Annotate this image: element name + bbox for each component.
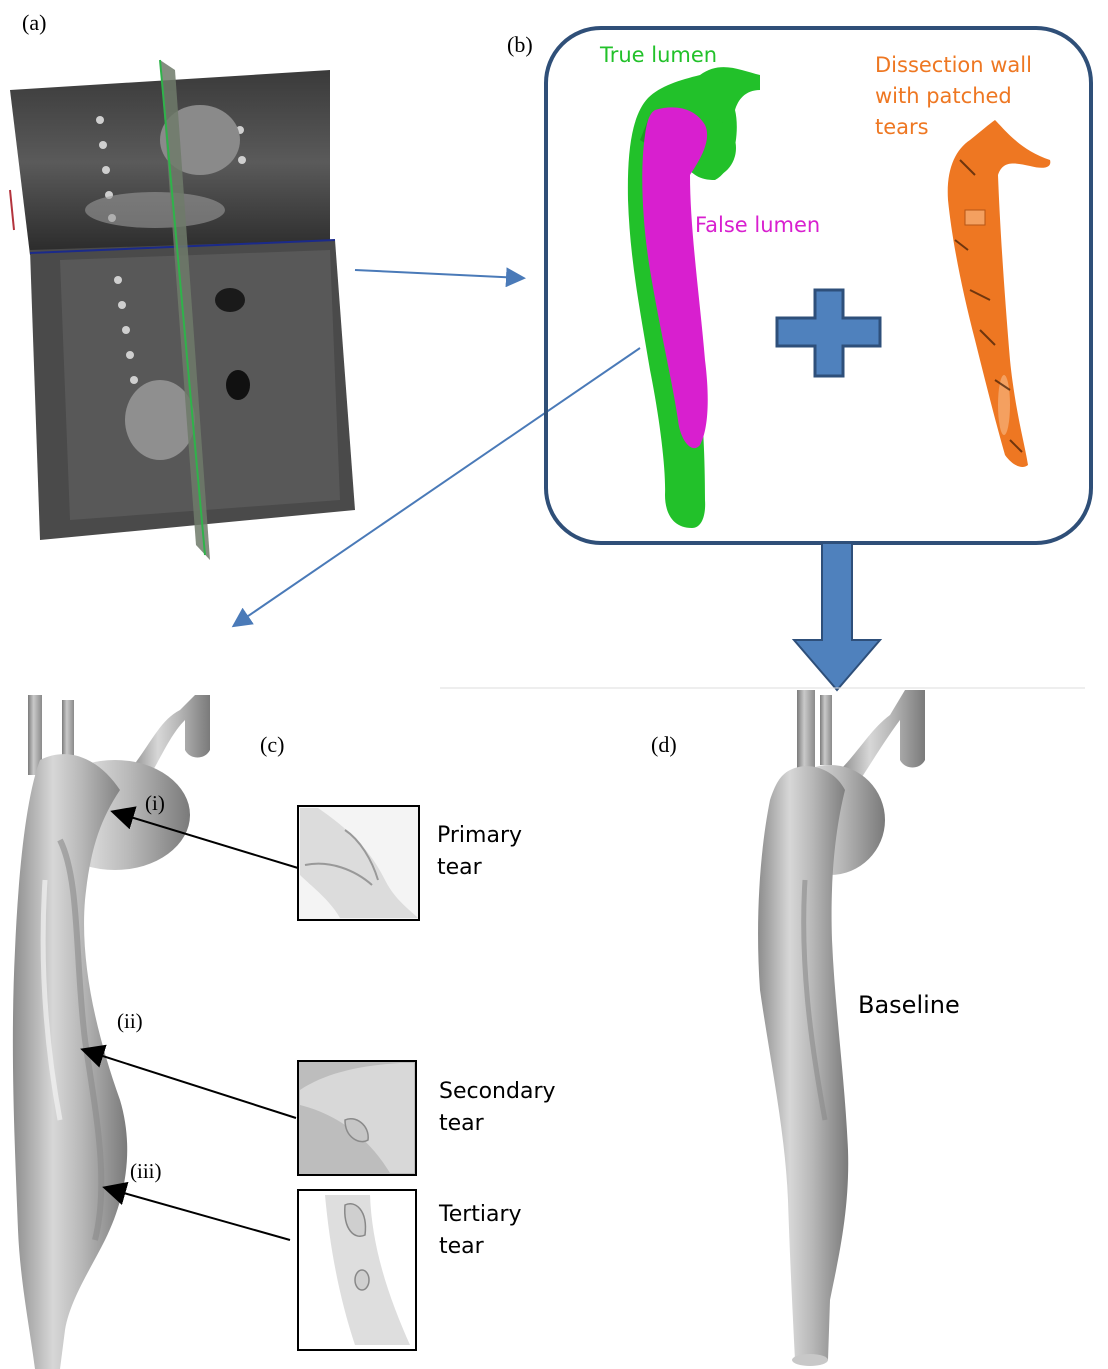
marker-iii: (iii)	[130, 1159, 162, 1183]
plus-icon	[777, 290, 880, 376]
inset-primary-tear	[298, 806, 419, 920]
wall-label-line3: tears	[875, 115, 929, 139]
panel-a-label: (a)	[22, 10, 46, 35]
primary-tear-line2: tear	[437, 855, 483, 880]
panel-c-label: (c)	[260, 732, 284, 757]
secondary-tear-line1: Secondary	[439, 1079, 556, 1104]
wall-label-line2: with patched	[875, 84, 1012, 108]
dissection-wall-model	[948, 120, 1051, 467]
tertiary-tear-line1: Tertiary	[438, 1202, 522, 1227]
baseline-label: Baseline	[858, 991, 960, 1019]
primary-tear-line1: Primary	[437, 823, 522, 848]
secondary-tear-line2: tear	[439, 1111, 485, 1136]
marker-i: (i)	[145, 791, 165, 815]
inset-tertiary-tear	[298, 1190, 416, 1350]
false-lumen-model	[642, 107, 707, 448]
inset-secondary-tear	[298, 1061, 416, 1175]
panel-d-label: (d)	[651, 732, 677, 757]
arrow-tertiary-tear	[106, 1188, 290, 1240]
aorta-model-with-tears	[13, 695, 210, 1369]
true-lumen-label: True lumen	[599, 43, 717, 67]
false-lumen-label: False lumen	[695, 213, 820, 237]
aorta-baseline-model	[758, 690, 925, 1366]
wall-label-line1: Dissection wall	[875, 53, 1032, 77]
arrow-a-to-b	[355, 270, 522, 278]
tertiary-tear-line2: tear	[439, 1234, 485, 1259]
arrow-b-to-d	[794, 543, 880, 690]
panel-b-label: (b)	[507, 32, 533, 57]
ct-scan-image	[10, 60, 355, 560]
marker-ii: (ii)	[117, 1009, 143, 1033]
